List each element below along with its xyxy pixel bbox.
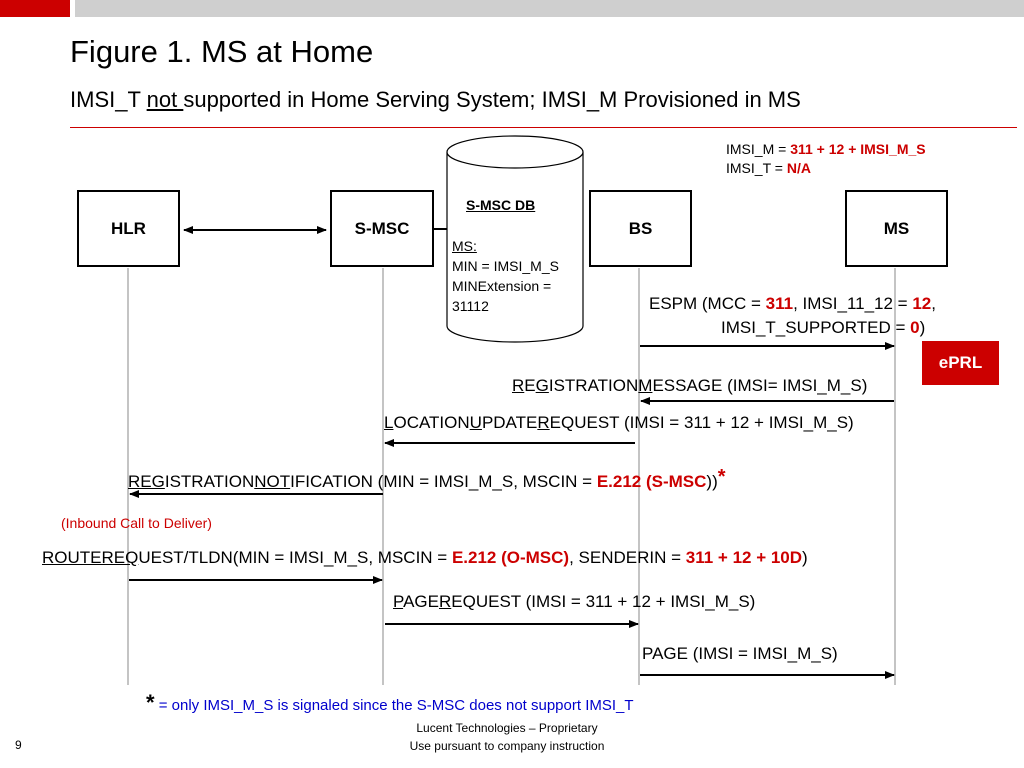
page-request-label: PAGEREQUEST (IMSI = 311 + 12 + IMSI_M_S) [393,592,756,611]
db-min-line: MIN = IMSI_M_S [452,258,559,274]
inbound-call-note: (Inbound Call to Deliver) [61,515,212,531]
db-ms-label: MS: [452,238,477,254]
footnote: * = only IMSI_M_S is signaled since the … [146,690,634,715]
page-label: PAGE (IMSI = IMSI_M_S) [642,644,838,663]
ms-imsi-t: IMSI_T = N/A [726,160,811,176]
footer-instruction: Use pursuant to company instruction [409,739,605,753]
espm-label-line1: ESPM (MCC = 311, IMSI_11_12 = 12, [649,294,936,313]
bs-box: BS [589,190,692,267]
slide-number: 9 [15,738,22,752]
hlr-box: HLR [77,190,180,267]
db-minext-line: MINExtension = [452,278,552,294]
route-request-label: ROUTEREQUEST/TLDN(MIN = IMSI_M_S, MSCIN … [42,548,808,567]
title-divider [70,127,1017,128]
eprl-badge: ePRL [922,341,999,385]
smsc-box: S-MSC [330,190,434,267]
top-gray-bar [75,0,1024,17]
registration-notification-label: REGISTRATIONNOTIFICATION (MIN = IMSI_M_S… [128,466,726,491]
location-update-label: LOCATIONUPDATEREQUEST (IMSI = 311 + 12 +… [384,413,854,432]
page-subtitle: IMSI_T not supported in Home Serving Sys… [70,87,801,112]
espm-label-line2: IMSI_T_SUPPORTED = 0) [721,318,926,337]
ms-imsi-m: IMSI_M = 311 + 12 + IMSI_M_S [726,141,926,157]
db-title: S-MSC DB [466,197,536,213]
db-minext-value: 31112 [452,298,489,314]
ms-box: MS [845,190,948,267]
footer-proprietary: Lucent Technologies – Proprietary [416,721,598,735]
db-cylinder-body [446,152,584,343]
db-cylinder-top [446,135,584,169]
registration-message-label: REGISTRATIONMESSAGE (IMSI= IMSI_M_S) [512,376,868,395]
top-accent-bar [0,0,70,17]
page-title: Figure 1. MS at Home [70,34,374,69]
